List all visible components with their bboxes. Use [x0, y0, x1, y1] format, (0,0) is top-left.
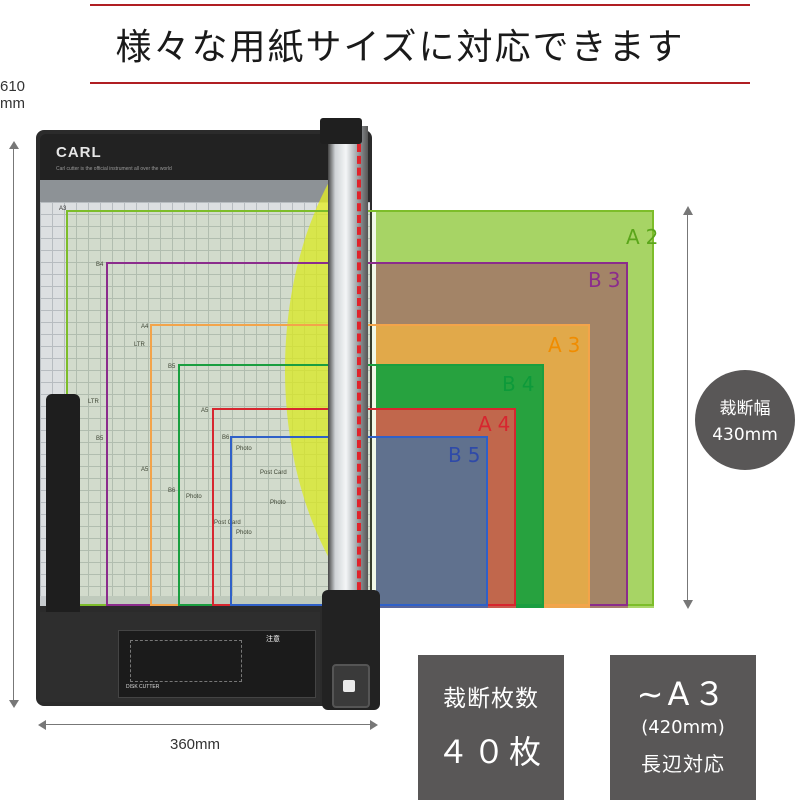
cut-width-badge: 裁断幅 430mm — [695, 370, 795, 470]
paper-label-b3: B3 — [588, 268, 627, 292]
board-photo-label: Photo — [270, 500, 286, 506]
headline: 様々な用紙サイズに対応できます — [115, 27, 685, 68]
width-dimension-line — [40, 724, 376, 725]
left-side-guide — [46, 394, 80, 638]
width-arrow-left — [38, 720, 46, 730]
board-tick-a4: A4 — [141, 324, 149, 330]
cut-width-value: 430mm — [712, 425, 778, 445]
brand-tagline: Carl cutter is the official instrument a… — [56, 166, 172, 172]
cut-width-arrow-top — [683, 206, 693, 215]
instruction-illustration — [130, 640, 242, 682]
board-tick-ltr-2: LTR — [88, 399, 99, 405]
height-arrow-top — [9, 141, 19, 149]
board-tick-b5: B5 — [168, 364, 176, 370]
paper-fill-b5 — [376, 436, 488, 608]
board-photo-label: Photo — [236, 530, 252, 536]
blade-slider-indicator — [343, 680, 355, 692]
brand-logo: CARL — [56, 144, 102, 161]
board-tick-ltr: LTR — [134, 342, 145, 348]
blade-top-cap — [320, 118, 362, 144]
headline-bottom-rule — [90, 82, 750, 84]
long-side-sub: (420mm) — [641, 717, 725, 738]
board-tick-b5-2: B5 — [96, 436, 104, 442]
cut-capacity-value: ４０枚 — [436, 733, 545, 771]
cutting-rail — [328, 126, 368, 612]
cut-line — [357, 144, 361, 602]
height-arrow-bottom — [9, 700, 19, 708]
paper-label-b5: B5 — [448, 443, 487, 467]
long-side-note: 長辺対応 — [641, 752, 725, 776]
rear-ruler — [40, 180, 368, 202]
board-tick-a5: A5 — [201, 408, 209, 414]
cut-width-dimension-line — [687, 212, 688, 606]
width-dimension-label: 360mm — [170, 736, 221, 753]
model-label: DISK CUTTER — [126, 684, 160, 690]
paper-label-a2: A2 — [626, 225, 665, 249]
board-postcard-label: Post Card — [214, 520, 241, 526]
cut-capacity-title: 裁断枚数 — [443, 686, 539, 712]
board-tick-b6: B6 — [222, 435, 230, 441]
cut-capacity-box: 裁断枚数 ４０枚 — [418, 655, 564, 800]
paper-label-a3: A3 — [548, 333, 587, 357]
board-photo-label: Photo — [186, 494, 202, 500]
cut-width-title: 裁断幅 — [719, 399, 771, 419]
cutter-header-bar — [40, 134, 368, 180]
long-side-box: ~A３ (420mm) 長辺対応 — [610, 655, 756, 800]
board-photo-label: Photo — [236, 446, 252, 452]
headline-top-rule — [90, 4, 750, 6]
bottom-ruler — [40, 596, 370, 606]
caution-title: 注意 — [266, 635, 280, 643]
height-dimension-line — [13, 143, 14, 703]
height-dimension-label: 610 mm — [0, 78, 26, 112]
long-side-value: ~A３ — [636, 675, 730, 713]
cut-sweep-highlight — [285, 180, 336, 560]
paper-label-a4: A4 — [478, 412, 517, 436]
paper-label-b4: B4 — [502, 372, 541, 396]
board-tick-a3: A3 — [59, 206, 67, 212]
board-tick-b4: B4 — [96, 262, 104, 268]
board-tick-b6-2: B6 — [168, 488, 176, 494]
board-tick-a5-2: A5 — [141, 467, 149, 473]
cut-width-arrow-bottom — [683, 600, 693, 609]
width-arrow-right — [370, 720, 378, 730]
instruction-panel — [118, 630, 316, 698]
board-postcard-label: Post Card — [260, 470, 287, 476]
